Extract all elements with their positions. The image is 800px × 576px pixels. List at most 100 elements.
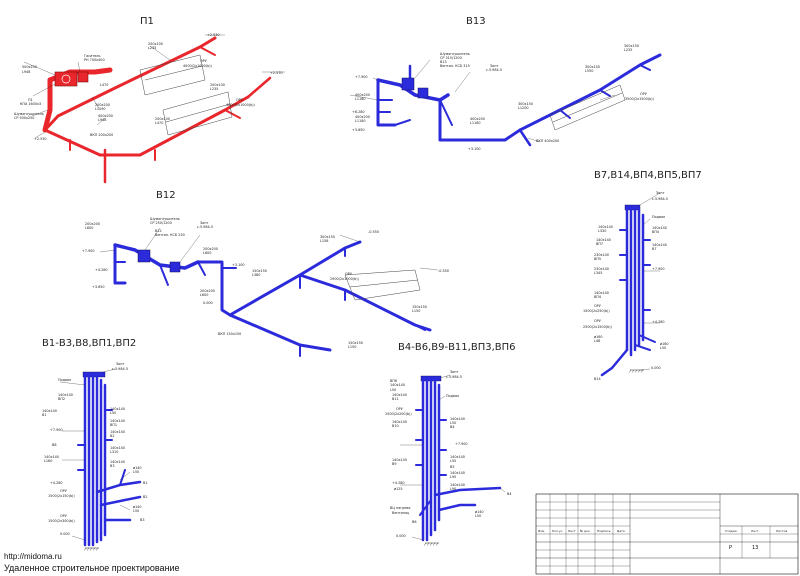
b12-label: 300x150 bbox=[320, 235, 335, 239]
b7-label: ø160 bbox=[660, 342, 669, 346]
b4-label: 140x140 bbox=[450, 471, 465, 475]
scheme-b4: Зонт с.5.984-5 ВП6 140x140 L50 140x140 В… bbox=[385, 370, 511, 546]
p1-label: СР 500x250 bbox=[14, 116, 34, 120]
b13-leaders bbox=[349, 59, 616, 143]
b13-label: L1200 bbox=[518, 106, 529, 110]
b4-label: В9 bbox=[392, 462, 396, 466]
stamp-sheet-value: 13 bbox=[752, 545, 758, 551]
b12-fans bbox=[137, 249, 181, 273]
footer-caption: Удаленное строительное проектирование bbox=[4, 563, 180, 573]
b4-label: В11 bbox=[392, 397, 399, 401]
b4-label: 140x140 bbox=[392, 420, 407, 424]
b1-ground-symbol bbox=[83, 547, 100, 551]
b4-label: L50 bbox=[475, 514, 481, 518]
p1-ducts bbox=[42, 36, 272, 184]
p1-label: 200x100 bbox=[155, 117, 170, 121]
title-block bbox=[535, 493, 799, 575]
b12-label: 200x200 bbox=[85, 222, 100, 226]
b12-label: L600 bbox=[200, 293, 208, 297]
p1-label: 4000(2x1000(b)) bbox=[183, 64, 213, 68]
b13-label: +3.650 bbox=[352, 128, 365, 132]
p1-label: L470 bbox=[155, 121, 163, 125]
b7-ducts bbox=[600, 204, 656, 377]
b13-label: +3.100 bbox=[468, 147, 481, 151]
p1-label: П1 bbox=[28, 98, 33, 102]
b7-label: ø160 bbox=[594, 335, 603, 339]
b4-label: +7.900 bbox=[455, 442, 468, 446]
b1-label: 140x140 bbox=[42, 409, 57, 413]
b1-label: В2 bbox=[143, 495, 147, 499]
scheme-title-b4: В4-В6,В9-В11,ВП3,ВП6 bbox=[398, 342, 516, 353]
p1-label: +2.530 bbox=[207, 33, 220, 37]
scheme-title-b1: В1-В3,В8,ВП1,ВП2 bbox=[42, 338, 137, 349]
b4-label: Вентиляц bbox=[392, 511, 410, 515]
b12-label: L158 bbox=[320, 239, 328, 243]
b4-leaders bbox=[400, 374, 506, 541]
b12-label: L600 bbox=[203, 251, 211, 255]
b7-labels: Зонт с.5.984-5 Подвал 140x140 L330 140x1… bbox=[583, 191, 669, 381]
b7-label: Зонт bbox=[656, 191, 664, 195]
b13-label: Зонт bbox=[490, 64, 498, 68]
b7-label: +7.900 bbox=[652, 267, 665, 271]
b1-label: +4.280 bbox=[50, 481, 63, 485]
b13-label: 400x200 bbox=[355, 115, 370, 119]
scheme-title-b12: В12 bbox=[156, 190, 176, 201]
b1-label: В3 bbox=[110, 464, 114, 468]
b13-label: 300x150 bbox=[518, 102, 533, 106]
b4-label: L50 bbox=[450, 421, 456, 425]
b7-label: ВП5 bbox=[594, 257, 601, 261]
p1-leaders bbox=[23, 34, 285, 139]
b12-leaders bbox=[99, 227, 439, 271]
b7-label: ОРУ bbox=[594, 319, 602, 323]
b4-label: L50 bbox=[390, 388, 396, 392]
b1-label: L50 bbox=[110, 411, 116, 415]
p1-label: L235 bbox=[210, 87, 218, 91]
stamp-sheet-label: Лист bbox=[751, 529, 759, 533]
scheme-b12: Шумоглушитель СР 250/1200 В12 Вентил. КС… bbox=[82, 217, 449, 357]
b13-label: L550 bbox=[585, 69, 593, 73]
footer-url[interactable]: http://midoma.ru bbox=[4, 552, 62, 561]
b1-label: 140x140 bbox=[110, 430, 125, 434]
b13-label: ОРУ bbox=[640, 92, 648, 96]
b4-label: ОРУ bbox=[396, 407, 404, 411]
b12-label: ВКП 150x150 bbox=[218, 332, 241, 336]
p1-label: ВКП 200x200 bbox=[90, 133, 113, 137]
b7-label: 0.000 bbox=[651, 366, 661, 370]
b7-label: 140x140 bbox=[598, 225, 613, 229]
b1-label: 140x140 bbox=[110, 407, 125, 411]
stamp-column-label: № док bbox=[580, 529, 590, 533]
b12-label: 0.000 bbox=[203, 301, 213, 305]
b12-labels: Шумоглушитель СР 250/1200 В12 Вентил. КС… bbox=[82, 217, 449, 349]
stamp-stage-label: Стадия bbox=[725, 529, 737, 533]
b1-label: +7.900 bbox=[50, 428, 63, 432]
b12-grilles bbox=[344, 269, 421, 301]
b13-label: ВКП 400x200 bbox=[536, 139, 559, 143]
b4-label: 140x140 bbox=[390, 383, 405, 387]
b7-label: L48 bbox=[594, 339, 600, 343]
b13-label: Шумоглушитель bbox=[440, 52, 470, 56]
b4-labels: Зонт с.5.984-5 ВП6 140x140 L50 140x140 В… bbox=[385, 370, 511, 538]
b4-label: В6 bbox=[412, 520, 416, 524]
b13-label: L235 bbox=[624, 48, 632, 52]
b4-label: L90 bbox=[450, 475, 456, 479]
p1-label: L470 bbox=[100, 83, 108, 87]
b12-label: +4.280 bbox=[95, 268, 108, 272]
b12-label: L380 bbox=[252, 273, 260, 277]
b13-label: L1180 bbox=[355, 119, 366, 123]
scheme-b1: Зонт с.5.984-5 Подвал 140x140 ВП2 140x14… bbox=[42, 362, 147, 551]
b7-label: 1500(2x250(b)) bbox=[583, 309, 610, 313]
b13-label: 400x200 bbox=[470, 117, 485, 121]
b12-label: L150 bbox=[412, 309, 420, 313]
b1-label: ВП1 bbox=[110, 423, 117, 427]
b13-label: +6.280 bbox=[352, 110, 365, 114]
b12-label: 150x150 bbox=[412, 305, 427, 309]
b7-label: 140x140 bbox=[652, 226, 667, 230]
b1-label: L310 bbox=[110, 450, 118, 454]
b4-label: 140x140 bbox=[450, 417, 465, 421]
b1-label: В8 bbox=[52, 443, 56, 447]
b7-label: 140x140 bbox=[652, 243, 667, 247]
b1-label: В2 bbox=[110, 434, 114, 438]
b13-label: 300x150 bbox=[585, 65, 600, 69]
b13-label: L1180 bbox=[470, 121, 481, 125]
b13-ducts bbox=[376, 53, 662, 147]
